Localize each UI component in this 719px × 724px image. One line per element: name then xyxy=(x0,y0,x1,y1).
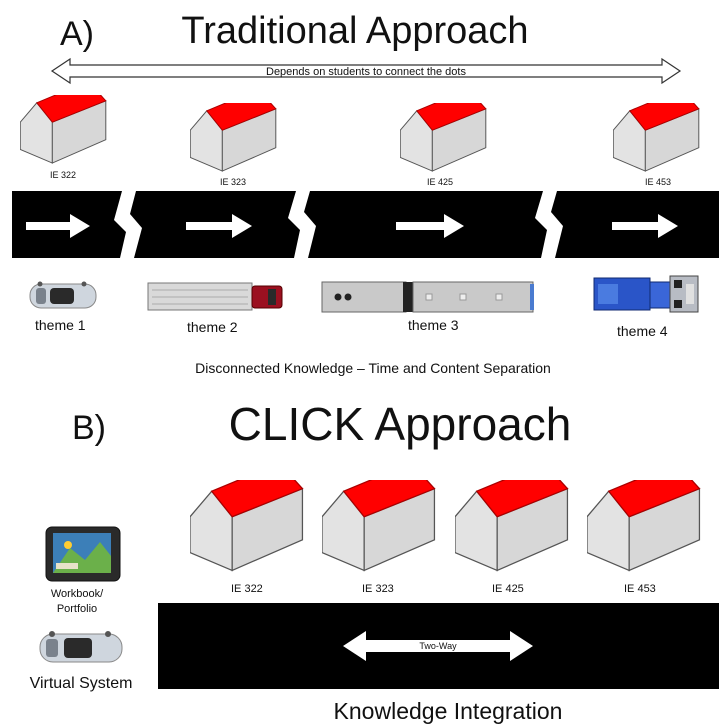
tablet-icon xyxy=(45,526,121,582)
panel-a-label: A) xyxy=(60,15,94,53)
road-arrow-icon xyxy=(612,214,678,238)
double-arrow-icon xyxy=(50,57,682,85)
house-icon xyxy=(190,480,305,574)
panel-b-label: B) xyxy=(72,409,106,447)
house-label-a3: IE 425 xyxy=(427,177,453,187)
theme-label-1: theme 1 xyxy=(35,317,86,333)
bus-icon xyxy=(321,281,534,313)
panel-b-caption: Knowledge Integration xyxy=(334,698,563,724)
two-way-text: Two-Way xyxy=(419,641,457,651)
road-segmented xyxy=(12,191,719,258)
truck-icon xyxy=(147,282,283,311)
road-arrow-icon xyxy=(186,214,252,238)
house-icon xyxy=(190,103,278,173)
workbook-label-1: Workbook/ xyxy=(51,588,104,600)
house-label-a1: IE 322 xyxy=(50,170,76,180)
house-icon xyxy=(587,480,702,574)
road-continuous xyxy=(158,603,719,689)
connect-dots-text: Depends on students to connect the dots xyxy=(266,66,466,78)
workbook-label-2: Portfolio xyxy=(57,603,97,615)
road-arrow-icon xyxy=(26,214,90,238)
house-label-a4: IE 453 xyxy=(645,177,671,187)
road-arrow-icon xyxy=(396,214,464,238)
house-label-b3: IE 425 xyxy=(492,583,524,595)
house-label-b2: IE 323 xyxy=(362,583,394,595)
panel-a-caption: Disconnected Knowledge – Time and Conten… xyxy=(195,360,551,376)
car-icon xyxy=(39,631,123,663)
virtual-system-label: Virtual System xyxy=(30,675,133,692)
house-icon xyxy=(322,480,437,574)
theme-label-4: theme 4 xyxy=(617,323,668,339)
theme-label-2: theme 2 xyxy=(187,319,238,335)
tractor-truck-icon xyxy=(593,275,699,313)
house-icon xyxy=(400,103,488,173)
panel-b-title: CLICK Approach xyxy=(229,398,572,450)
house-icon xyxy=(455,480,570,574)
two-way-arrow-icon xyxy=(343,631,533,661)
house-label-b4: IE 453 xyxy=(624,583,656,595)
house-icon xyxy=(613,103,701,173)
car-icon xyxy=(29,281,97,309)
theme-label-3: theme 3 xyxy=(408,317,459,333)
house-label-a2: IE 323 xyxy=(220,177,246,187)
panel-a-title: Traditional Approach xyxy=(181,10,528,52)
house-label-b1: IE 322 xyxy=(231,583,263,595)
house-icon xyxy=(20,95,108,165)
